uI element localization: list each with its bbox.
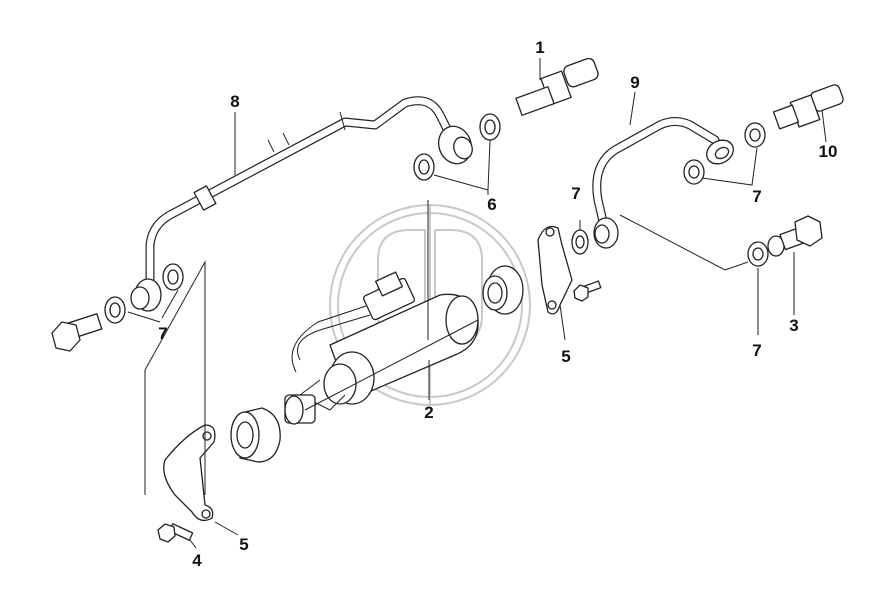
washer-7f (747, 241, 769, 267)
callout-5-left: 5 (239, 535, 248, 554)
fuel-pipe-8 (130, 96, 473, 312)
callout-9: 9 (630, 73, 639, 92)
bracket-5-right (537, 225, 573, 315)
washer-6a (413, 153, 435, 181)
bracket-5-left (163, 424, 216, 522)
leader-lines (127, 58, 827, 549)
callout-7-lower-right: 7 (752, 341, 761, 360)
washer-7d (744, 122, 766, 148)
pump-insert (284, 394, 316, 425)
callout-7-upper-right: 7 (752, 187, 761, 206)
callout-labels: 1 2 3 4 5 5 6 7 7 7 7 8 9 10 (158, 38, 837, 570)
banjo-bolt-left (51, 313, 103, 352)
rubber-sleeve-right (482, 265, 524, 315)
callout-5-right: 5 (561, 347, 570, 366)
callout-6: 6 (487, 195, 496, 214)
callout-3: 3 (789, 316, 798, 335)
callout-8: 8 (230, 92, 239, 111)
fitting-1 (515, 57, 599, 116)
bolt-4 (157, 523, 194, 543)
washer-7a (162, 263, 184, 291)
callout-1: 1 (535, 38, 544, 57)
washer-6b (479, 113, 501, 141)
washer-7b (104, 296, 126, 324)
fuel-pump-2 (291, 271, 479, 411)
callout-7-left: 7 (158, 324, 167, 343)
rubber-sleeve-left (230, 407, 281, 463)
fitting-10 (772, 84, 844, 130)
bolt-3 (779, 215, 823, 251)
callout-10: 10 (819, 142, 838, 161)
callout-2: 2 (424, 403, 433, 422)
washer-7e (571, 229, 589, 255)
callout-7-center: 7 (571, 184, 580, 203)
bolt-small-right (573, 280, 602, 302)
callout-4: 4 (192, 551, 202, 570)
washer-7c (683, 159, 705, 185)
fuel-pipe-9 (592, 117, 734, 249)
